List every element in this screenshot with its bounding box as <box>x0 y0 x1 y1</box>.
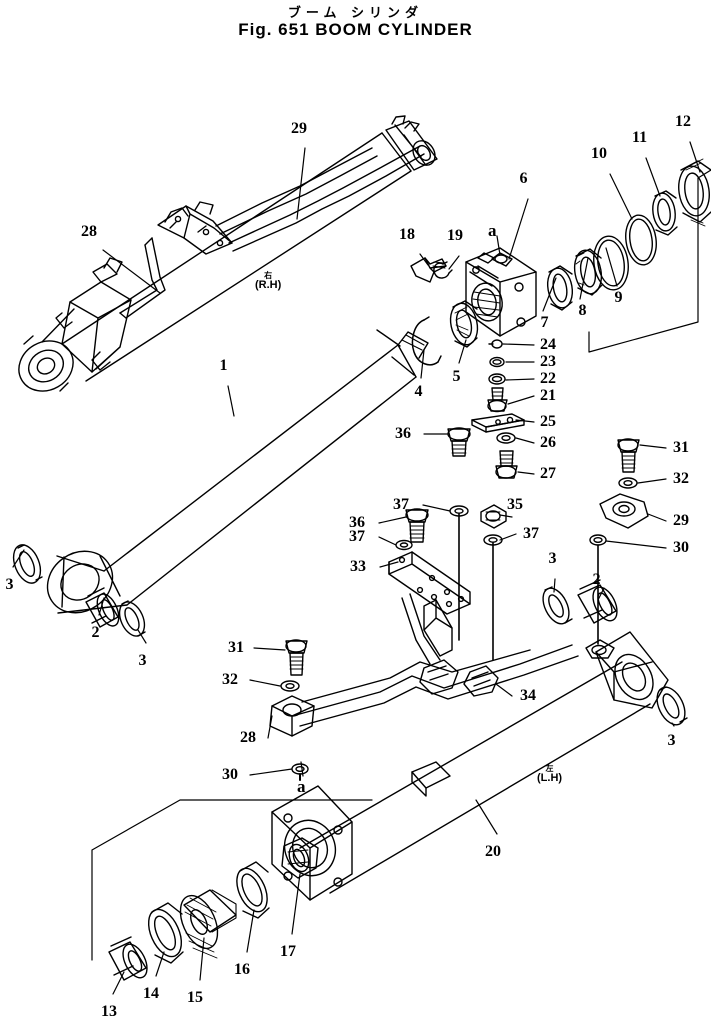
part-number-callout: 3 <box>548 550 557 567</box>
figure-title-japanese: ブーム シリンダ <box>287 6 424 21</box>
figure-title-english: Fig. 651 BOOM CYLINDER <box>238 20 473 39</box>
part-number-callout: 26 <box>540 434 556 451</box>
lower-hose-tubes <box>269 639 579 797</box>
part-number-callout: 2 <box>91 624 100 641</box>
rh-cylinder-assembly <box>18 115 438 392</box>
part-number-callout: 3 <box>667 732 676 749</box>
part-number-callout: 37 <box>349 528 365 545</box>
hose-support-bracket-33 <box>388 551 471 695</box>
hand-label-rh: 右 (R.H) <box>255 271 282 292</box>
part-number-callout: 8 <box>578 302 587 319</box>
part-number-callout: 27 <box>540 465 556 482</box>
part-number-callout: 5 <box>452 368 461 385</box>
part-number-callout: 23 <box>540 353 556 370</box>
part-number-callout: 10 <box>591 145 607 162</box>
snap-ring-and-bushing-group <box>411 300 479 366</box>
part-number-callout: 2 <box>592 571 601 588</box>
part-number-callout: 16 <box>234 961 250 978</box>
part-number-callout: 9 <box>614 289 623 306</box>
bracket-fastener-group <box>395 427 507 661</box>
part-number-callout: 18 <box>399 226 415 243</box>
part-number-callout: 32 <box>222 671 238 688</box>
reference-mark-a-clevis: a <box>297 777 306 796</box>
part-number-callout: 11 <box>632 129 648 146</box>
part-number-callout: 36 <box>349 514 365 531</box>
hand-label-rh-jp: 右 <box>264 271 273 280</box>
part-number-callout: 6 <box>519 170 528 187</box>
part-number-callout: 37 <box>523 525 539 542</box>
part-number-callout: 7 <box>540 314 549 331</box>
leader-lines <box>12 141 701 995</box>
hand-label-lh: 左 (L.H) <box>537 764 563 785</box>
reference-mark-a-head: a <box>488 221 497 240</box>
part-number-callout: 34 <box>520 687 536 704</box>
part-number-callout: 20 <box>485 843 501 860</box>
rh-rod-bushings <box>12 544 146 637</box>
lh-cylinder-assembly <box>271 438 688 901</box>
part-number-callout: 31 <box>673 439 689 456</box>
part-number-callout: 35 <box>507 496 523 513</box>
part-number-callout: 1 <box>219 357 228 374</box>
hand-label-lh-jp: 左 <box>545 764 554 773</box>
part-number-callout: 31 <box>228 639 244 656</box>
part-number-callout: 13 <box>101 1003 117 1020</box>
part-number-callout: 21 <box>540 387 556 404</box>
part-number-callout: 36 <box>395 425 411 442</box>
part-number-callout: 15 <box>187 989 203 1006</box>
part-number-callout: 19 <box>447 227 463 244</box>
part-number-callout: 32 <box>673 470 689 487</box>
part-number-callout: 29 <box>673 512 689 529</box>
piston-detail-box <box>91 799 373 981</box>
hand-label-lh-en: (L.H) <box>537 772 563 785</box>
part-number-callout: 30 <box>222 766 238 783</box>
cylinder-head-exploded-group <box>410 158 711 353</box>
part-number-callout: 14 <box>143 985 159 1002</box>
part-number-callout: 28 <box>240 729 256 746</box>
main-cylinder-rod-1 <box>46 329 429 614</box>
part-number-callout: 28 <box>81 223 97 240</box>
part-number-callout: 12 <box>675 113 691 130</box>
part-number-callout: 25 <box>540 413 556 430</box>
part-number-callout: 3 <box>138 652 147 669</box>
part-number-callout: 30 <box>673 539 689 556</box>
part-number-callout: 17 <box>280 943 296 960</box>
part-number-callout: 3 <box>5 576 14 593</box>
part-number-callout: 29 <box>291 120 307 137</box>
part-number-callout: 33 <box>350 558 366 575</box>
hand-label-rh-en: (R.H) <box>255 279 282 292</box>
part-number-callout: 4 <box>414 383 423 400</box>
part-number-callout: 37 <box>393 496 409 513</box>
part-number-callout: 24 <box>540 336 556 353</box>
part-number-callout: 22 <box>540 370 556 387</box>
port-fitting-stack <box>471 339 525 479</box>
